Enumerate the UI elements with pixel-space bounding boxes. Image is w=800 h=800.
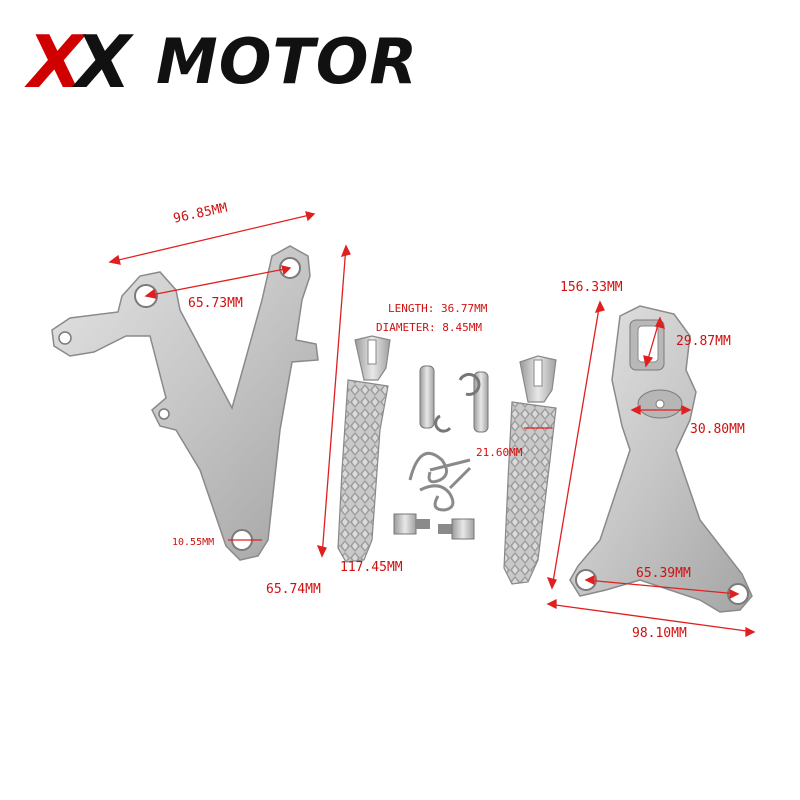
right-bracket: [569, 305, 753, 613]
dim-right-hole-span: 65.39MM: [636, 566, 691, 581]
dim-left-bracket-height: 65.74MM: [266, 582, 321, 597]
dim-left-hole-span: 65.73MM: [188, 296, 243, 311]
dim-right-bracket-width: 98.10MM: [632, 626, 687, 641]
dimension-lines: [108, 211, 756, 638]
dim-right-slot: 29.87MM: [676, 334, 731, 349]
pins: [419, 365, 489, 433]
dim-pin-diameter: DIAMETER: 8.45MM: [376, 321, 482, 334]
dim-right-bracket-height: 156.33MM: [560, 280, 623, 295]
screws: [393, 513, 475, 540]
logo-xx: XX: [28, 20, 131, 104]
logo-wordmark: MOTOR: [156, 25, 419, 98]
dim-left-hole-diameter: 10.55MM: [172, 537, 215, 548]
dim-right-peg-width: 21.60MM: [476, 446, 523, 459]
right-footpeg: [503, 355, 557, 585]
dim-right-hole: 30.80MM: [690, 422, 745, 437]
left-bracket: [51, 245, 319, 561]
left-footpeg: [337, 335, 391, 563]
dim-left-peg-length: 117.45MM: [340, 560, 403, 575]
dim-pin-length: LENGTH: 36.77MM: [388, 302, 488, 315]
springs: [408, 451, 472, 512]
